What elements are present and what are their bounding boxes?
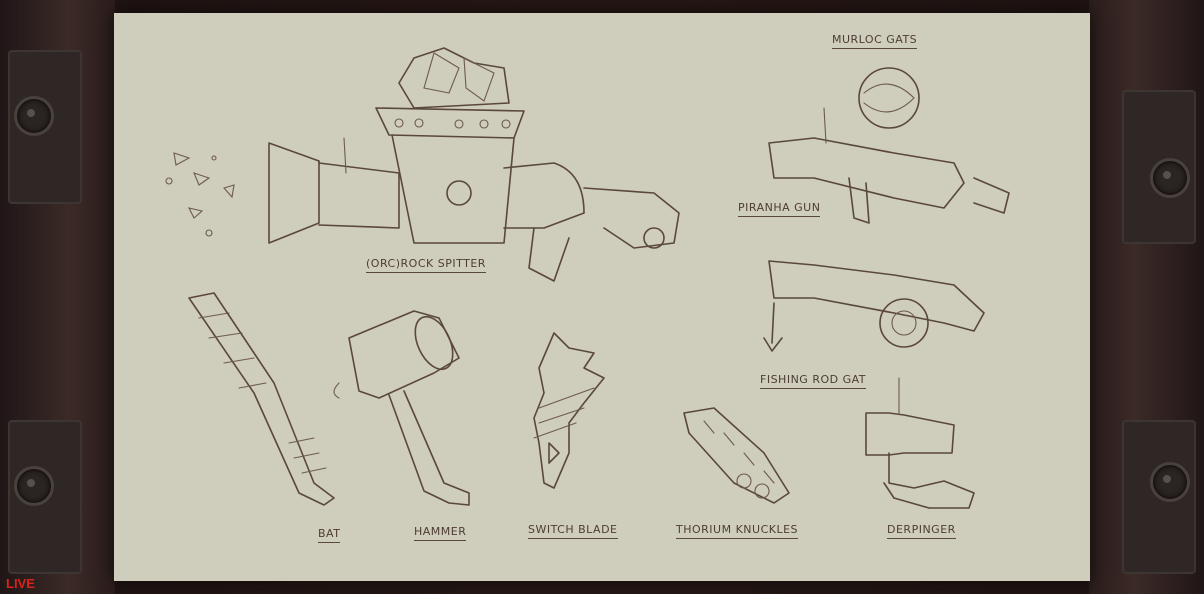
hammer-label: HAMMER bbox=[414, 525, 467, 541]
thorium-knuckles-sketch bbox=[683, 407, 790, 504]
switchblade-sketch bbox=[533, 332, 605, 489]
rock-spitter-sketch bbox=[165, 47, 680, 282]
weapon-sketches bbox=[165, 47, 1010, 509]
murloc-gats-label: MURLOC GATS bbox=[832, 33, 918, 49]
hammer-sketch bbox=[333, 310, 470, 506]
live-indicator: LIVE bbox=[6, 576, 35, 591]
switchblade-label: SWITCH BLADE bbox=[528, 523, 618, 539]
frame-right bbox=[1089, 0, 1204, 594]
fishing-rod-gat-sketch bbox=[763, 260, 985, 352]
bolt-icon bbox=[1150, 158, 1190, 198]
concept-sketch-sheet: (ORC)ROCK SPITTER MURLOC GATS PIRANHA GU… bbox=[114, 13, 1090, 581]
derpinger-label: DERPINGER bbox=[887, 523, 956, 539]
frame-left bbox=[0, 0, 115, 594]
bat-label: BAT bbox=[318, 527, 341, 543]
fishing-rod-gat-label: FISHING ROD GAT bbox=[760, 373, 867, 389]
thorium-knuckles-label: THORIUM KNUCKLES bbox=[676, 523, 799, 539]
derpinger-sketch bbox=[865, 377, 975, 509]
rock-spitter-label: (ORC)ROCK SPITTER bbox=[366, 257, 486, 273]
bolt-icon bbox=[14, 466, 54, 506]
bolt-icon bbox=[1150, 462, 1190, 502]
piranha-gun-sketch bbox=[768, 67, 1010, 224]
bolt-icon bbox=[14, 96, 54, 136]
bat-sketch bbox=[188, 292, 335, 506]
piranha-gun-label: PIRANHA GUN bbox=[738, 201, 821, 217]
